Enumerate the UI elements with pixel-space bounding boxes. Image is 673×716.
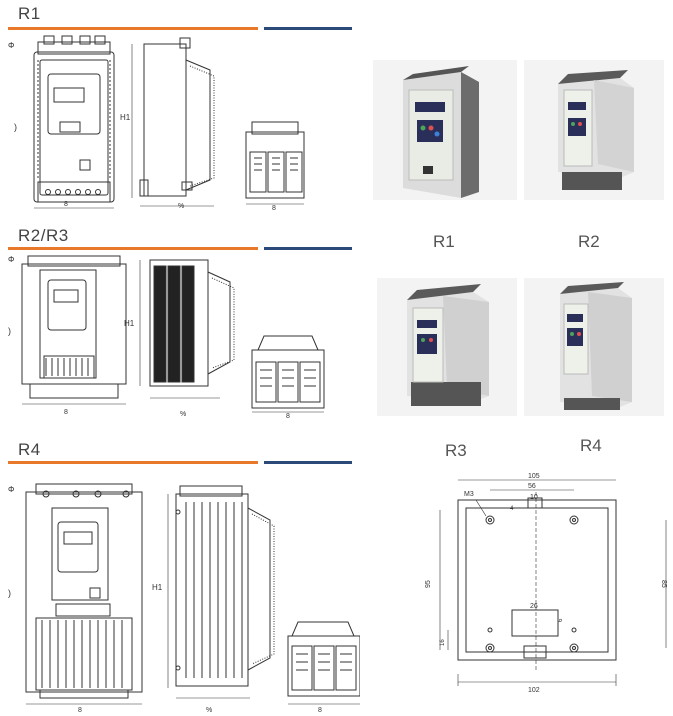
r2r3-front-view bbox=[21, 255, 127, 405]
r2r3-bottom-width-label: 8 bbox=[286, 413, 290, 420]
r4-phi-label: Φ bbox=[8, 485, 14, 494]
r4-height-paren: ) bbox=[8, 588, 11, 598]
r1-width-label: 8 bbox=[64, 201, 68, 208]
r4-side-view bbox=[167, 485, 275, 699]
photo-caption-r3: R3 bbox=[445, 441, 467, 460]
dim-85: 85 bbox=[660, 580, 667, 588]
dim-102: 102 bbox=[528, 687, 540, 694]
r1-depth-label: % bbox=[178, 203, 184, 210]
orange-rule bbox=[8, 461, 258, 464]
r4-h1-label: H1 bbox=[152, 583, 163, 592]
photo-r4 bbox=[524, 278, 664, 416]
r1-height-paren: ) bbox=[14, 122, 17, 132]
dim-4: 4 bbox=[510, 506, 514, 512]
dim-m3: M3 bbox=[464, 491, 474, 498]
r4-bottom-view bbox=[287, 621, 360, 705]
navy-rule bbox=[264, 27, 352, 30]
r1-bottom-view bbox=[245, 121, 305, 205]
r2r3-bottom-view bbox=[251, 335, 325, 413]
r2r3-phi-label: Φ bbox=[8, 255, 14, 264]
dim-105: 105 bbox=[528, 473, 540, 480]
r4-front-view bbox=[25, 483, 143, 705]
section-title-r1: R1 bbox=[18, 4, 41, 23]
photo-r2 bbox=[524, 60, 664, 200]
section-title-r4: R4 bbox=[18, 440, 41, 459]
navy-rule bbox=[264, 461, 352, 464]
orange-rule bbox=[8, 247, 258, 250]
r1-h1-label: H1 bbox=[120, 113, 131, 122]
photo-r3 bbox=[377, 278, 517, 416]
r2r3-drawings: Φ ) 8 H1 % 8 bbox=[8, 255, 325, 420]
r1-phi-label: Φ bbox=[8, 41, 14, 50]
orange-rule bbox=[8, 27, 258, 30]
r1-side-view bbox=[131, 37, 215, 207]
r1-drawings: Φ ) 8 H1 % 8 bbox=[8, 35, 305, 210]
r2r3-width-label: 8 bbox=[64, 409, 68, 416]
dim-16: 16 bbox=[440, 639, 446, 646]
photo-caption-r1: R1 bbox=[433, 232, 455, 251]
r2r3-depth-label: % bbox=[180, 411, 186, 418]
photo-caption-r4: R4 bbox=[580, 436, 602, 455]
photo-r1 bbox=[373, 60, 517, 200]
r4-depth-label: % bbox=[206, 707, 212, 714]
r2r3-side-view bbox=[139, 259, 235, 399]
r4-width-label: 8 bbox=[78, 707, 82, 714]
r4-drawings: Φ ) 8 H1 % 8 bbox=[8, 483, 360, 714]
dim-26: 26 bbox=[530, 603, 538, 610]
dim-95: 95 bbox=[425, 580, 432, 588]
photo-caption-r2: R2 bbox=[578, 232, 600, 251]
dim-10: 10 bbox=[530, 494, 538, 501]
navy-rule bbox=[264, 247, 352, 250]
section-title-r2r3: R2/R3 bbox=[18, 226, 69, 245]
r2r3-h1-label: H1 bbox=[124, 319, 135, 328]
mounting-plate-drawing: 105 56 10 M3 4 95 85 26 6 16 102 bbox=[425, 473, 667, 694]
r1-front-view bbox=[33, 35, 115, 209]
dim-6: 6 bbox=[558, 618, 564, 622]
r2r3-height-paren: ) bbox=[8, 326, 11, 336]
dim-56: 56 bbox=[528, 483, 536, 490]
r1-bottom-width-label: 8 bbox=[272, 205, 276, 210]
r4-bottom-width-label: 8 bbox=[318, 707, 322, 714]
